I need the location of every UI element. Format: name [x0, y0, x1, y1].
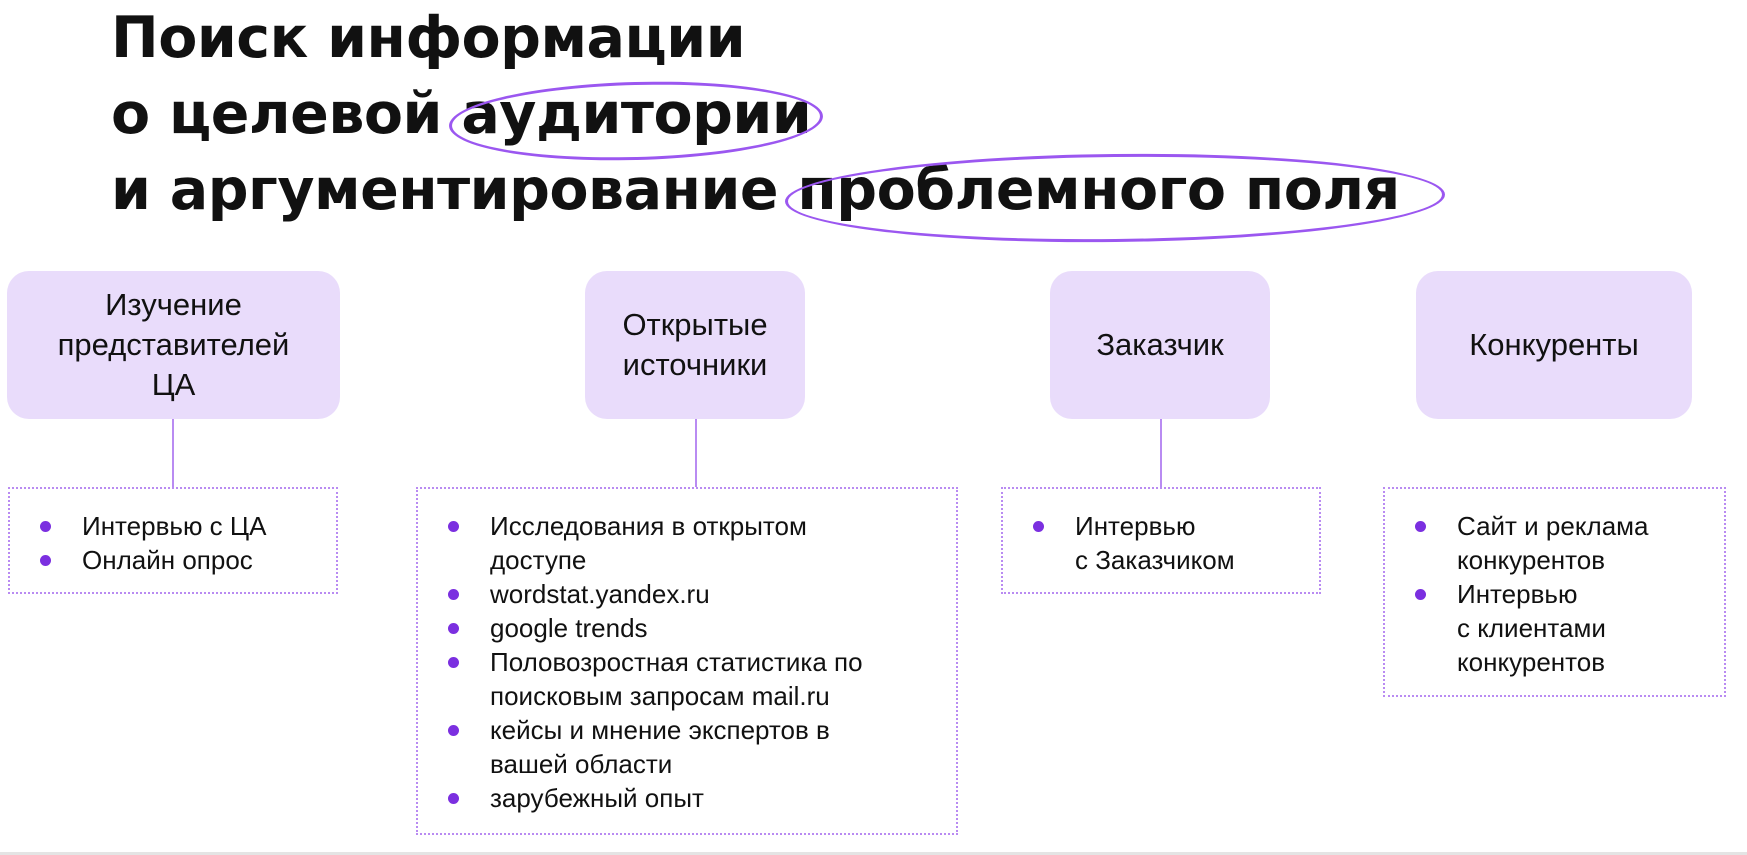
list-item-text: Онлайн опрос: [82, 545, 253, 575]
bottom-divider: [0, 852, 1747, 855]
bullet-icon: [1415, 589, 1426, 600]
list-item-text: Сайт и реклама конкурентов: [1457, 511, 1649, 575]
bullet-icon: [448, 521, 459, 532]
category-box-customer: Заказчик: [1050, 271, 1270, 419]
detail-list-ta-research: Интервью с ЦА Онлайн опрос: [10, 509, 316, 577]
list-item: wordstat.yandex.ru: [418, 577, 936, 611]
page-title: Поиск информации о целевой аудитории и а…: [111, 0, 1447, 246]
bullet-icon: [448, 657, 459, 668]
list-item-text: Интервью с клиентами конкурентов: [1457, 579, 1606, 677]
detail-list-competitors: Сайт и реклама конкурентов Интервью с кл…: [1385, 509, 1704, 679]
list-item-text: Половозростная статистика по поисковым з…: [490, 647, 863, 711]
list-item: Онлайн опрос: [10, 543, 316, 577]
bullet-icon: [1033, 521, 1044, 532]
detail-list-customer: Интервью с Заказчиком: [1003, 509, 1299, 577]
list-item: зарубежный опыт: [418, 781, 936, 815]
connector-open-sources: [695, 419, 697, 487]
list-item: Интервью с клиентами конкурентов: [1385, 577, 1704, 679]
highlight-problem-field-text: проблемного поля: [797, 157, 1400, 223]
list-item: google trends: [418, 611, 936, 645]
title-line-2: о целевой аудитории: [111, 76, 1400, 165]
highlight-audience-text: аудитории: [461, 81, 812, 147]
connector-customer: [1160, 419, 1162, 487]
list-item-text: зарубежный опыт: [490, 783, 704, 813]
highlight-problem-field: проблемного поля: [784, 150, 1447, 246]
bullet-icon: [40, 521, 51, 532]
category-box-open-sources: Открытые источники: [585, 271, 805, 419]
list-item: кейсы и мнение экспертов в вашей области: [418, 713, 936, 781]
bullet-icon: [448, 793, 459, 804]
category-box-competitors: Конкуренты: [1416, 271, 1692, 419]
detail-box-competitors: Сайт и реклама конкурентов Интервью с кл…: [1383, 487, 1726, 697]
bullet-icon: [448, 725, 459, 736]
detail-box-ta-research: Интервью с ЦА Онлайн опрос: [8, 487, 338, 594]
list-item-text: Исследования в открытом доступе: [490, 511, 807, 575]
bullet-icon: [40, 555, 51, 566]
title-line-1: Поиск информации: [111, 5, 746, 71]
detail-box-open-sources: Исследования в открытом доступе wordstat…: [416, 487, 958, 835]
list-item-text: wordstat.yandex.ru: [490, 579, 710, 609]
title-line-2-text: о целевой: [111, 81, 462, 147]
bullet-icon: [448, 623, 459, 634]
list-item: Интервью с ЦА: [10, 509, 316, 543]
highlight-audience: аудитории: [448, 76, 825, 165]
detail-box-customer: Интервью с Заказчиком: [1001, 487, 1321, 594]
detail-list-open-sources: Исследования в открытом доступе wordstat…: [418, 509, 936, 815]
list-item: Сайт и реклама конкурентов: [1385, 509, 1704, 577]
list-item: Исследования в открытом доступе: [418, 509, 936, 577]
list-item-text: Интервью с ЦА: [82, 511, 267, 541]
list-item: Половозростная статистика по поисковым з…: [418, 645, 936, 713]
connector-ta-research: [172, 419, 174, 487]
bullet-icon: [448, 589, 459, 600]
list-item-text: кейсы и мнение экспертов в вашей области: [490, 715, 830, 779]
title-line-3-text: и аргументирование: [111, 157, 798, 223]
list-item-text: google trends: [490, 613, 648, 643]
list-item: Интервью с Заказчиком: [1003, 509, 1299, 577]
bullet-icon: [1415, 521, 1426, 532]
title-line-3: и аргументирование проблемного поля: [111, 150, 1447, 246]
category-box-ta-research: Изучение представителей ЦА: [7, 271, 340, 419]
list-item-text: Интервью с Заказчиком: [1075, 511, 1235, 575]
